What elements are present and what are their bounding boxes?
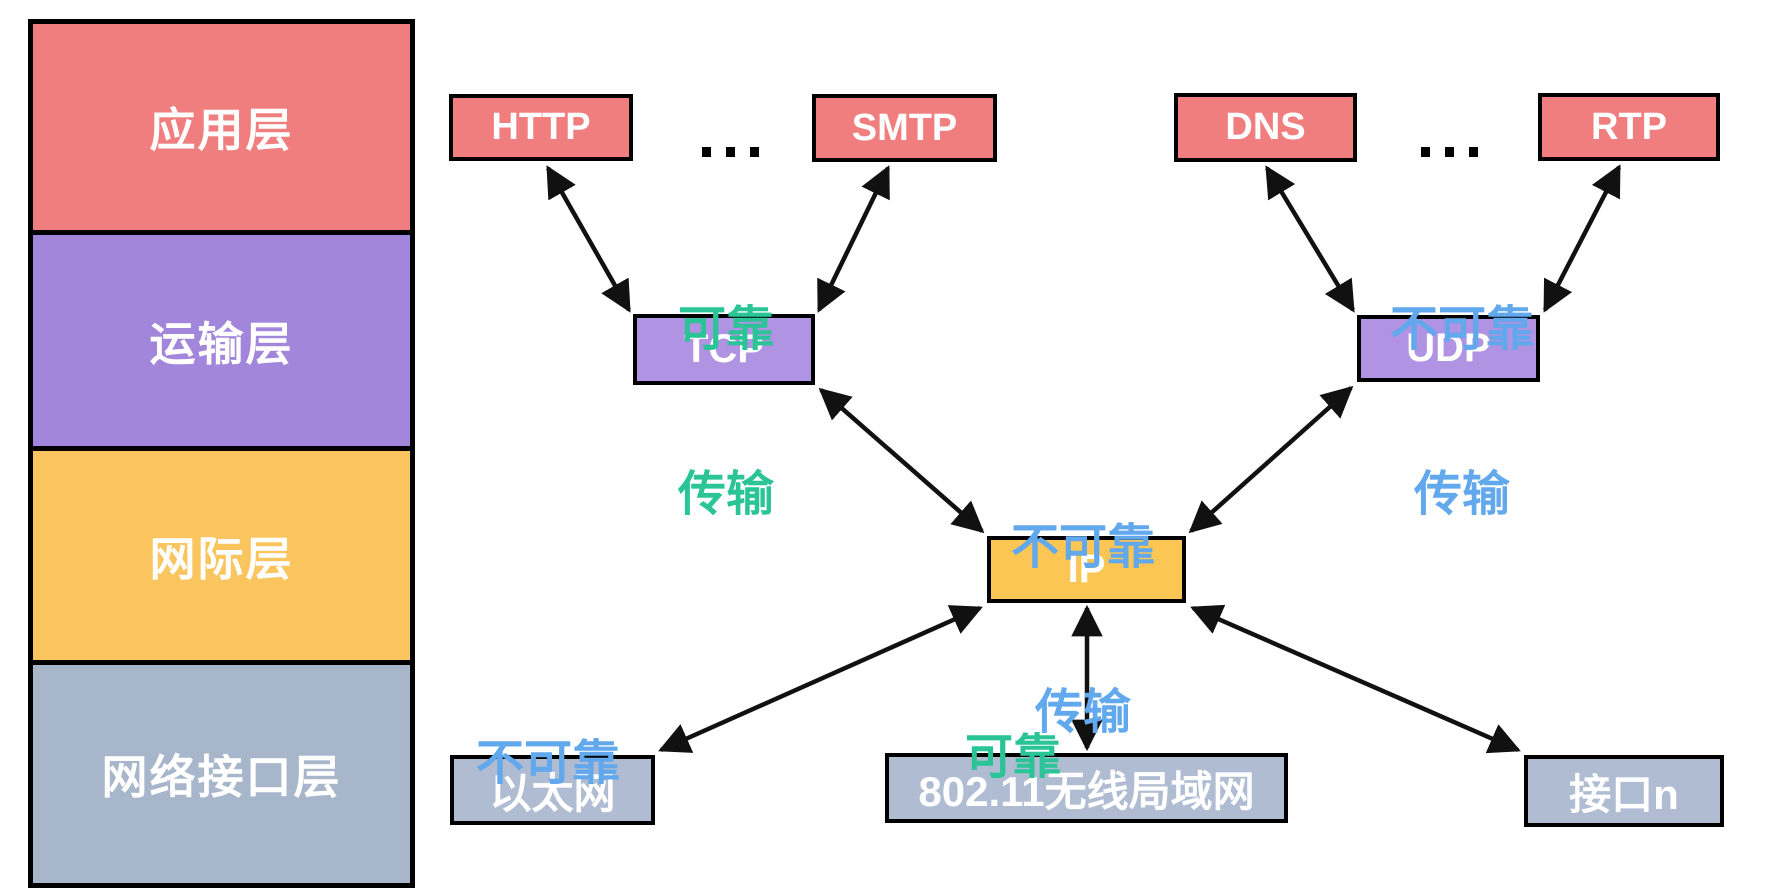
node-udp: UDP xyxy=(1357,315,1540,382)
node-dns: DNS xyxy=(1174,93,1357,162)
annotation-udp-unreliable: 不可靠 传输 xyxy=(1390,192,1534,632)
annotation-tcp-reliable: 可靠 传输 xyxy=(678,192,774,632)
ellipsis-icon xyxy=(1421,147,1478,157)
annotation-line: 传输 xyxy=(677,468,775,521)
layer-transport: 运输层 xyxy=(33,235,410,446)
node-ip: IP xyxy=(987,536,1186,603)
arrow-udp-ip xyxy=(1188,385,1354,534)
layer-stack: 应用层 运输层 网际层 网络接口层 xyxy=(28,19,415,888)
annotation-line: 不可靠 xyxy=(475,737,621,790)
layer-internet: 网际层 xyxy=(33,451,410,660)
annotation-line: 可靠 xyxy=(964,731,1062,784)
annotation-line: 可靠 xyxy=(677,303,775,356)
annotation-line: 不可靠 xyxy=(1010,521,1156,574)
arrow-tcp-ip xyxy=(818,387,985,534)
arrow-http-tcp xyxy=(546,165,631,313)
node-wlan-802-11: 802.11无线局域网 xyxy=(885,753,1288,823)
layer-network-interface: 网络接口层 xyxy=(33,665,410,883)
node-smtp: SMTP xyxy=(812,94,997,162)
node-ethernet: 以太网 xyxy=(450,755,655,825)
arrow-smtp-tcp xyxy=(816,165,891,313)
annotation-ip-unreliable: 不可靠 传输 xyxy=(1011,410,1155,850)
node-interface-n: 接口n xyxy=(1524,755,1724,827)
arrow-dns-udp xyxy=(1265,165,1355,313)
ellipsis-icon xyxy=(702,147,759,157)
node-tcp: TCP xyxy=(633,314,815,385)
layer-application: 应用层 xyxy=(33,24,410,230)
annotation-line: 不可靠 xyxy=(1389,303,1535,356)
node-rtp: RTP xyxy=(1538,93,1720,161)
annotation-wlan-reliable: 可靠 传输 xyxy=(965,620,1061,895)
annotation-line: 传输 xyxy=(1413,468,1511,521)
annotation-ethernet-unreliable: 不可靠 传输 xyxy=(476,626,620,895)
node-http: HTTP xyxy=(449,94,633,161)
annotation-line: 传输 xyxy=(1034,686,1132,739)
arrow-rtp-udp xyxy=(1543,164,1621,313)
